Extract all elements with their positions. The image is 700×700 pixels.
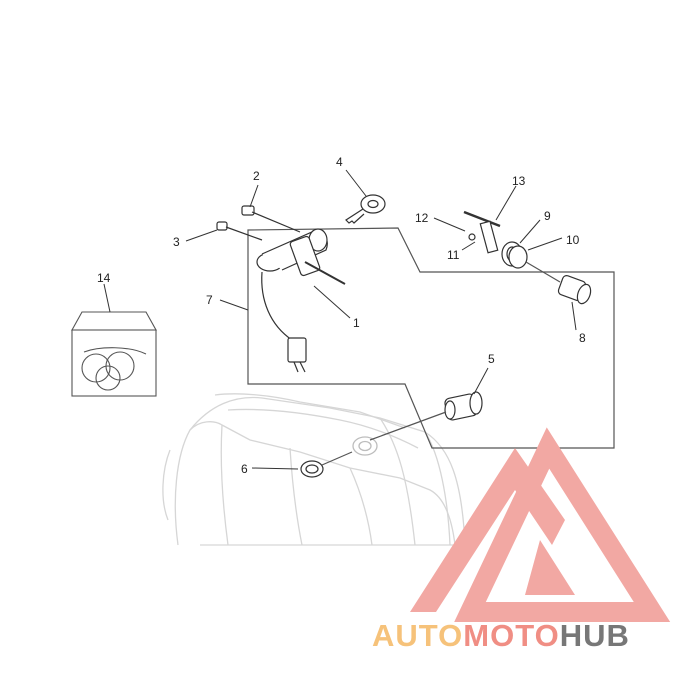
watermark-auto: AUTO <box>372 618 463 653</box>
callout-13: 13 <box>512 174 526 188</box>
ignition-lock-part <box>256 228 346 373</box>
callout-4: 4 <box>336 155 343 169</box>
callout-1: 1 <box>353 316 360 330</box>
decal-bag-part-14 <box>71 311 157 397</box>
lock-barrel-part-5 <box>369 391 483 441</box>
bolt-part-3 <box>216 221 263 241</box>
callout-11: 11 <box>447 248 460 262</box>
callout-10: 10 <box>566 233 580 247</box>
callout-8: 8 <box>579 331 586 345</box>
watermark-text: AUTOMOTOHUB <box>372 618 630 653</box>
callout-3: 3 <box>173 235 180 249</box>
callout-9: 9 <box>544 209 551 223</box>
lock-assembly-parts-9-13 <box>463 210 528 269</box>
watermark-moto: MOTO <box>463 618 559 653</box>
callout-6: 6 <box>241 462 248 476</box>
lock-cylinder-part-8 <box>525 261 592 305</box>
callout-2: 2 <box>253 169 260 183</box>
leader-lines <box>103 169 577 470</box>
screw-part-2 <box>241 205 301 233</box>
watermark-hub: HUB <box>560 618 630 653</box>
key-part-4 <box>345 194 386 224</box>
watermark-logo <box>410 427 671 622</box>
body-lock-hole <box>352 436 378 456</box>
assembly-bracket-outline <box>247 227 615 449</box>
callout-12: 12 <box>415 211 429 225</box>
scooter-body-outline <box>162 393 470 546</box>
callout-7: 7 <box>206 293 213 307</box>
callout-14: 14 <box>97 271 111 285</box>
nut-part-6 <box>300 451 353 478</box>
callout-5: 5 <box>488 352 495 366</box>
